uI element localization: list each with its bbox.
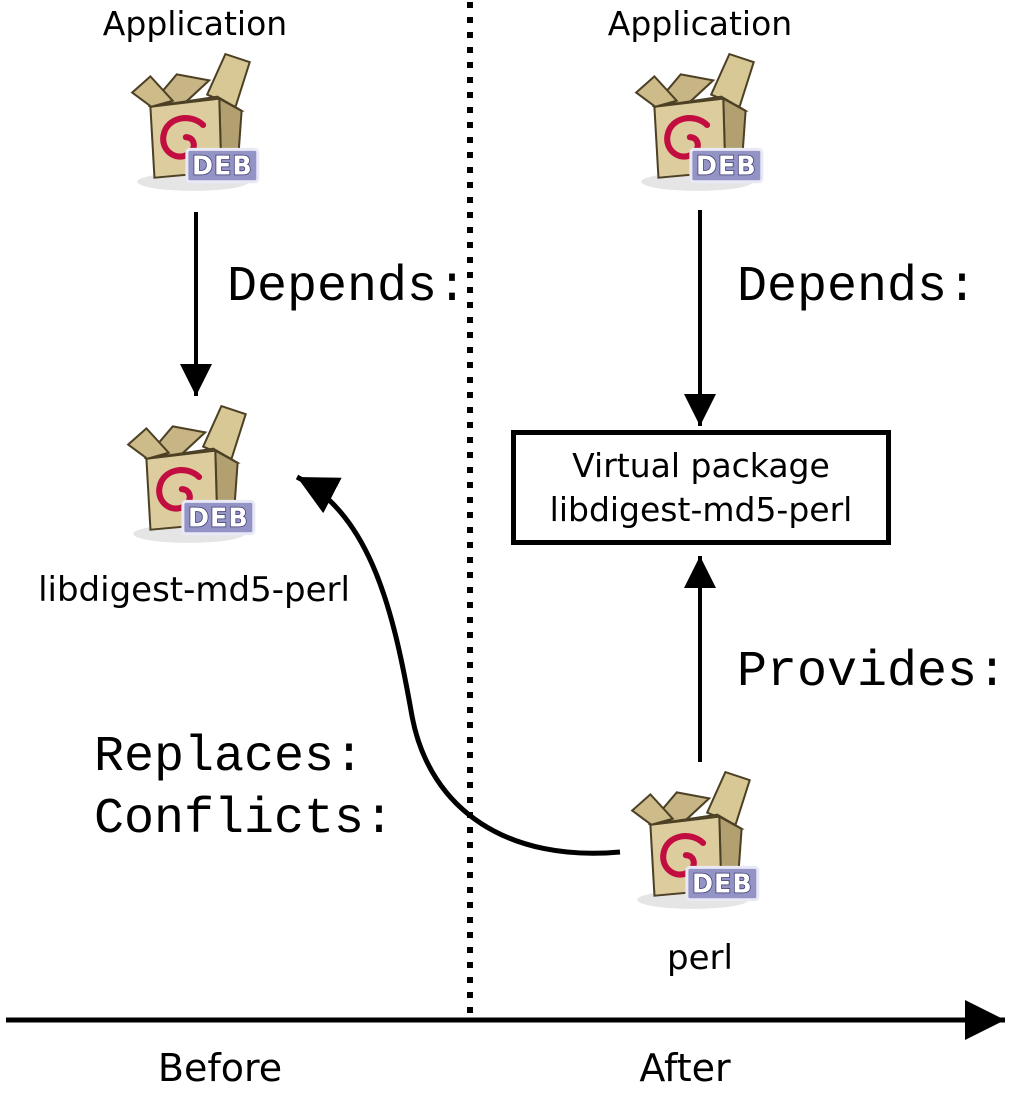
virtual-package-line2: libdigest-md5-perl — [549, 489, 853, 529]
perl-package-icon: DEB — [620, 766, 772, 918]
deb-package-icon: DEB — [634, 52, 764, 191]
deb-badge-label: DEB — [696, 151, 757, 181]
deb-badge-label: DEB — [188, 503, 249, 533]
debian-swirl-icon — [160, 115, 207, 160]
debian-swirl-icon — [664, 115, 711, 160]
deb-badge-background — [685, 865, 760, 902]
depends-label-before: Depends: — [227, 259, 468, 316]
box-front-left-flap — [126, 426, 171, 460]
deb-badge: DEB — [689, 147, 764, 184]
deb-badge-label: DEB — [692, 869, 753, 899]
conflicts-label: Conflicts: — [94, 791, 395, 848]
libdigest-package-label: libdigest-md5-perl — [38, 570, 350, 610]
deb-badge-background — [689, 147, 764, 184]
virtual-package-line1: Virtual package — [572, 446, 830, 485]
deb-badge: DEB — [185, 147, 260, 184]
deb-package-icon: DEB — [126, 404, 256, 543]
box-front-left-flap — [630, 792, 675, 826]
axis-label-before: Before — [157, 1046, 283, 1090]
deb-package-icon: DEB — [630, 770, 760, 909]
replaces-label: Replaces: — [94, 729, 365, 786]
virtual-package-box: Virtual package libdigest-md5-perl — [511, 430, 891, 546]
debian-swirl-icon — [156, 467, 203, 512]
depends-label-after: Depends: — [737, 259, 978, 316]
box-front-left-flap — [130, 74, 175, 108]
deb-badge-label: DEB — [192, 151, 253, 181]
axis-label-after: After — [639, 1046, 731, 1090]
debian-swirl-icon — [660, 833, 707, 878]
application-package-icon-after: DEB — [624, 48, 776, 200]
deb-badge: DEB — [685, 865, 760, 902]
application-label-after: Application — [607, 4, 793, 43]
perl-package-label: perl — [667, 938, 733, 978]
deb-badge-background — [185, 147, 260, 184]
deb-badge-background — [181, 499, 256, 536]
deb-badge: DEB — [181, 499, 256, 536]
box-front-left-flap — [634, 74, 679, 108]
provides-label: Provides: — [737, 644, 1008, 701]
deb-package-icon: DEB — [130, 52, 260, 191]
application-package-icon-before: DEB — [120, 48, 272, 200]
libdigest-package-icon: DEB — [116, 400, 268, 552]
application-label-before: Application — [102, 4, 288, 43]
